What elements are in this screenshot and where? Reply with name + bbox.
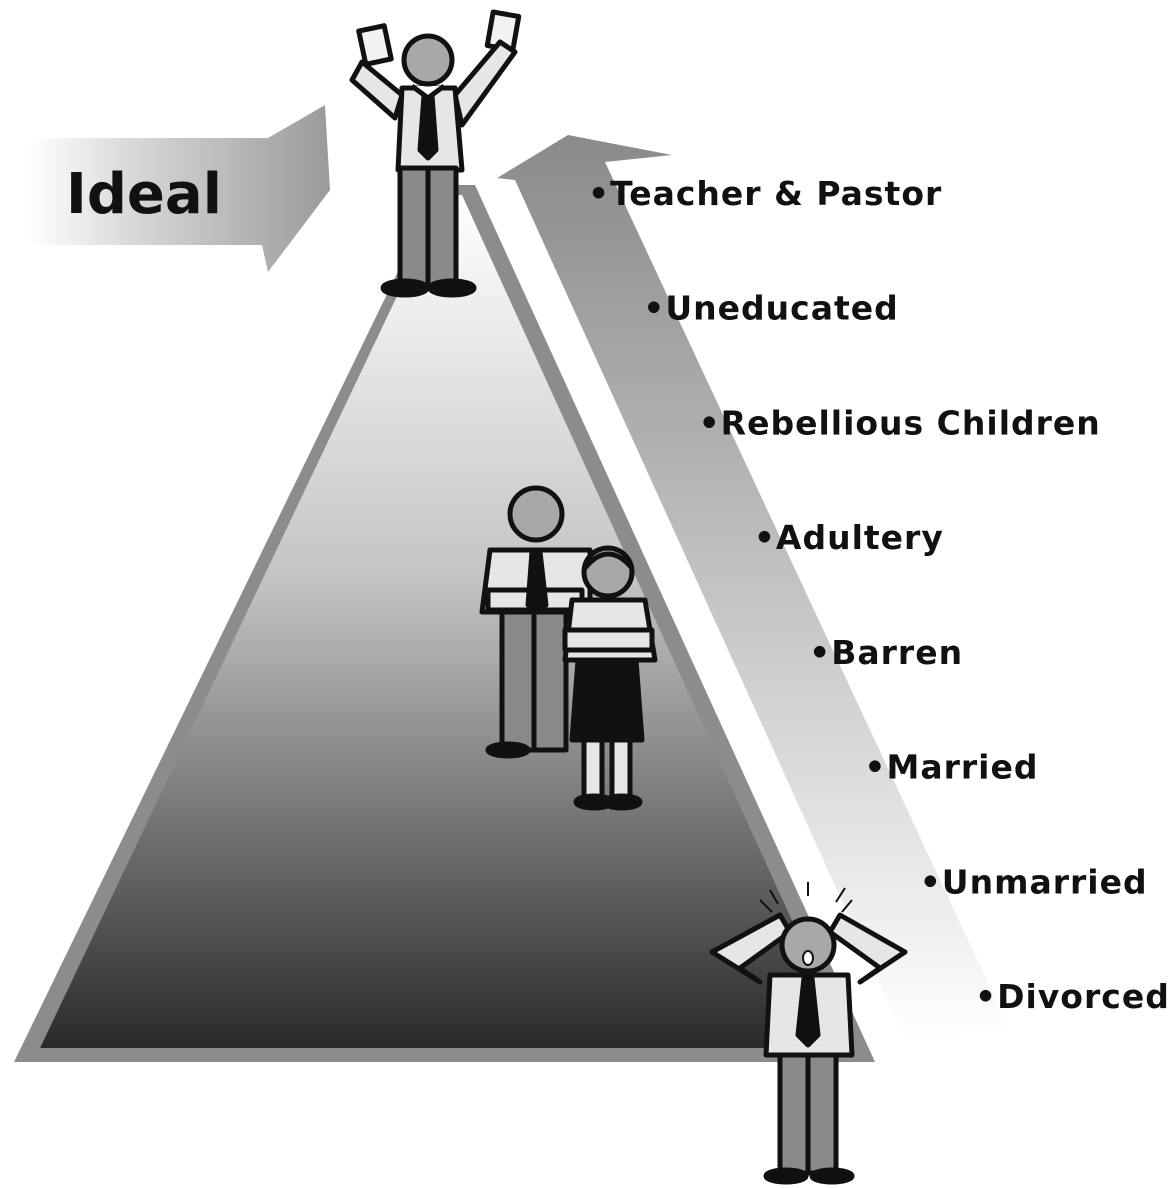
ladder-item-label: •Married	[864, 748, 1038, 787]
ladder-item-label: •Unmarried	[920, 862, 1148, 901]
pyramid	[14, 185, 875, 1062]
upward-arrow-shape	[497, 135, 1010, 1040]
ladder-item-label: •Rebellious Children	[699, 403, 1101, 442]
pyramid-body	[40, 195, 850, 1048]
ladder-item-label: •Uneducated	[643, 289, 899, 328]
upward-arrow	[497, 135, 1010, 1040]
ladder-item-label: •Divorced	[975, 977, 1169, 1016]
ideal-arrow: Ideal	[28, 105, 330, 272]
stress-lines-icon	[759, 882, 853, 913]
distressed-figure	[709, 882, 908, 1185]
ladder-item-label: •Barren	[809, 633, 963, 672]
couple-figures	[479, 485, 658, 811]
ladder-item-label: •Adultery	[754, 518, 944, 557]
ideal-figure	[349, 9, 522, 298]
ideal-arrow-shape	[28, 105, 330, 272]
ladder-item-label: •Teacher & Pastor	[588, 174, 942, 213]
ideal-label: Ideal	[66, 162, 222, 227]
paper-icon	[356, 23, 394, 67]
ladder-items: •Teacher & Pastor •Uneducated •Rebellious …	[588, 174, 1169, 1016]
